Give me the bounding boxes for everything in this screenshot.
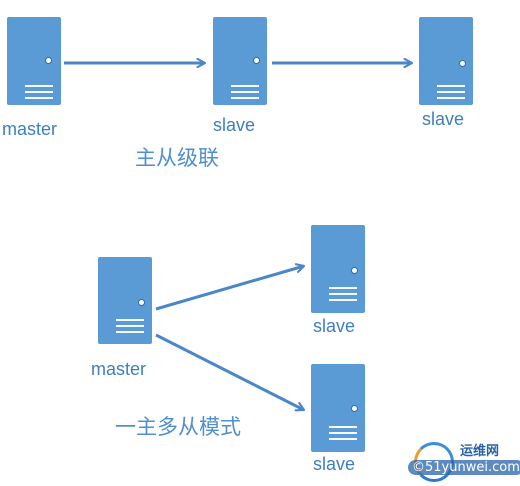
cascade-slave-2-label: slave — [422, 109, 465, 129]
watermark-top-text: 运维网 — [460, 444, 500, 459]
server-icon-fanout-slave-bottom — [311, 364, 365, 452]
fanout-slave-top-label: slave — [313, 316, 356, 336]
server-icon-cascade-master — [7, 17, 61, 105]
site-watermark: 运维网 ©51yunwei.com — [408, 436, 520, 486]
cascade-caption: 主从级联 — [135, 146, 219, 170]
server-icon-cascade-slave-1 — [213, 17, 267, 105]
fanout-caption: 一主多从模式 — [115, 415, 241, 439]
fanout-master-label: master — [91, 359, 147, 379]
watermark-bottom-text: ©51yunwei.com — [408, 460, 520, 475]
cascade-slave-1-label: slave — [213, 115, 256, 135]
server-icon-fanout-master — [98, 257, 152, 344]
arrow-master-to-slave-top — [155, 266, 304, 311]
arrow-master-to-slave-bottom — [155, 333, 304, 410]
fanout-slave-bottom-label: slave — [313, 454, 356, 474]
cascade-master-label: master — [2, 119, 58, 139]
server-icon-fanout-slave-top — [311, 225, 365, 313]
server-icon-cascade-slave-2 — [419, 17, 473, 105]
